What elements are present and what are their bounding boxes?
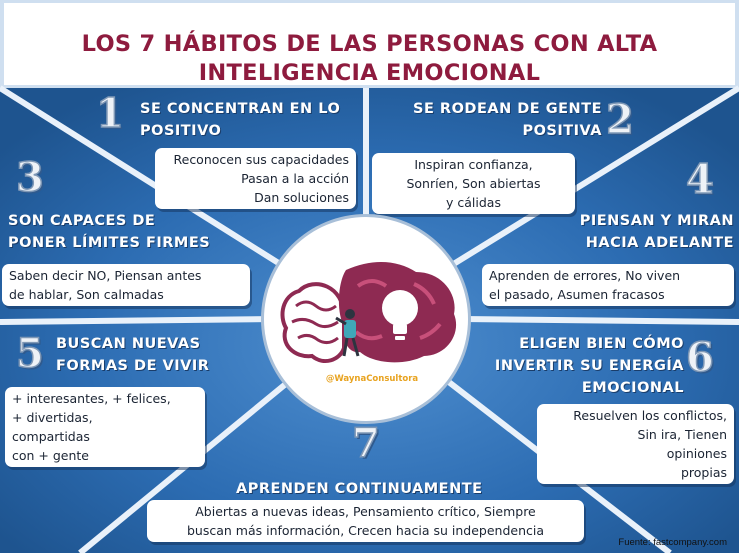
detail-line: Resuelven los conflictos, [573, 408, 727, 423]
detail-line: + interesantes, + felices, [12, 391, 171, 406]
habit-4-heading: PIENSAN Y MIRAN HACIA ADELANTE [520, 210, 734, 254]
habit-2-heading-line: SE RODEAN DE GENTE [413, 101, 602, 117]
habit-5-number: 5 [15, 329, 44, 378]
source-note: Fuente: fastcompany.com [618, 537, 727, 548]
habit-5-heading-line: BUSCAN NUEVAS [56, 336, 201, 352]
title-line-1: LOS 7 HÁBITOS DE LAS PERSONAS CON ALTA [81, 31, 658, 57]
brain-illustration [280, 261, 457, 364]
habit-2-heading-line: POSITIVA [522, 123, 602, 139]
detail-line: con + gente [12, 448, 90, 463]
detail-line: Reconocen sus capacidades [173, 152, 350, 167]
habit-4-heading-line: HACIA ADELANTE [585, 235, 734, 251]
detail-line: propias [680, 465, 727, 480]
habit-7-heading-line: APRENDEN CONTINUAMENTE [236, 481, 483, 497]
habit-5-heading: BUSCAN NUEVAS FORMAS DE VIVIR [56, 333, 209, 377]
habit-1-heading-line: POSITIVO [140, 123, 222, 139]
habit-2-heading: SE RODEAN DE GENTE POSITIVA [388, 98, 602, 142]
habit-7-heading: APRENDEN CONTINUAMENTE [236, 478, 483, 500]
detail-line: Dan soluciones [254, 190, 349, 205]
habit-3-number: 3 [15, 153, 44, 202]
detail-line: Sonríen, Son abiertas [406, 176, 541, 191]
detail-line: compartidas [12, 429, 90, 444]
detail-line: Pasan a la acción [241, 171, 349, 186]
habit-6-heading-line: EMOCIONAL [581, 380, 684, 396]
habit-7-details: Abiertas a nuevas ideas, Pensamiento crí… [147, 500, 584, 542]
detail-line: Aprenden de errores, No viven [489, 268, 681, 283]
detail-line: Sin ira, Tienen [637, 427, 727, 442]
detail-line: el pasado, Asumen fracasos [489, 287, 665, 302]
brain-icon [280, 261, 457, 364]
lightbulb-icon [382, 290, 418, 340]
detail-line: de hablar, Son calmadas [9, 287, 164, 302]
habit-3-heading: SON CAPACES DE PONER LÍMITES FIRMES [8, 210, 210, 254]
habit-7-number: 7 [351, 419, 380, 468]
habit-6-heading: ELIGEN BIEN CÓMO INVERTIR SU ENERGÍA EMO… [470, 333, 684, 399]
person-icon [335, 309, 360, 357]
habit-2-number: 2 [605, 95, 634, 144]
habit-3-heading-line: PONER LÍMITES FIRMES [8, 235, 211, 251]
detail-line: opiniones [666, 446, 727, 461]
habit-1-heading: SE CONCENTRAN EN LO POSITIVO [140, 98, 340, 142]
habit-4-heading-line: PIENSAN Y MIRAN [579, 213, 734, 229]
detail-line: Saben decir NO, Piensan antes [9, 268, 202, 283]
habit-4-details: Aprenden de errores, No viven el pasado,… [482, 264, 734, 306]
detail-line: Inspiran confianza, [414, 157, 533, 172]
detail-line: y cálidas [446, 195, 501, 210]
habit-3-details: Saben decir NO, Piensan antes de hablar,… [2, 264, 250, 306]
habit-4-number: 4 [685, 155, 714, 204]
detail-line: buscan más información, Crecen hacia su … [186, 523, 544, 538]
detail-line: Abiertas a nuevas ideas, Pensamiento crí… [195, 504, 536, 519]
habit-1-number: 1 [95, 89, 124, 138]
habit-1-details: Reconocen sus capacidades Pasan a la acc… [155, 148, 356, 209]
habit-2-details: Inspiran confianza, Sonríen, Son abierta… [372, 153, 575, 214]
detail-line: + divertidas, [12, 410, 93, 425]
habit-6-number: 6 [685, 333, 714, 382]
habit-5-heading-line: FORMAS DE VIVIR [56, 358, 210, 374]
habit-3-heading-line: SON CAPACES DE [8, 213, 156, 229]
title-line-2: INTELIGENCIA EMOCIONAL [198, 60, 541, 86]
habit-1-heading-line: SE CONCENTRAN EN LO [140, 101, 341, 117]
habit-6-heading-line: ELIGEN BIEN CÓMO [519, 336, 684, 352]
author-credit: @WaynaConsultora [325, 374, 419, 384]
habit-6-details: Resuelven los conflictos, Sin ira, Tiene… [537, 404, 734, 484]
habit-5-details: + interesantes, + felices, + divertidas,… [5, 387, 205, 467]
habit-6-heading-line: INVERTIR SU ENERGÍA [494, 358, 684, 374]
